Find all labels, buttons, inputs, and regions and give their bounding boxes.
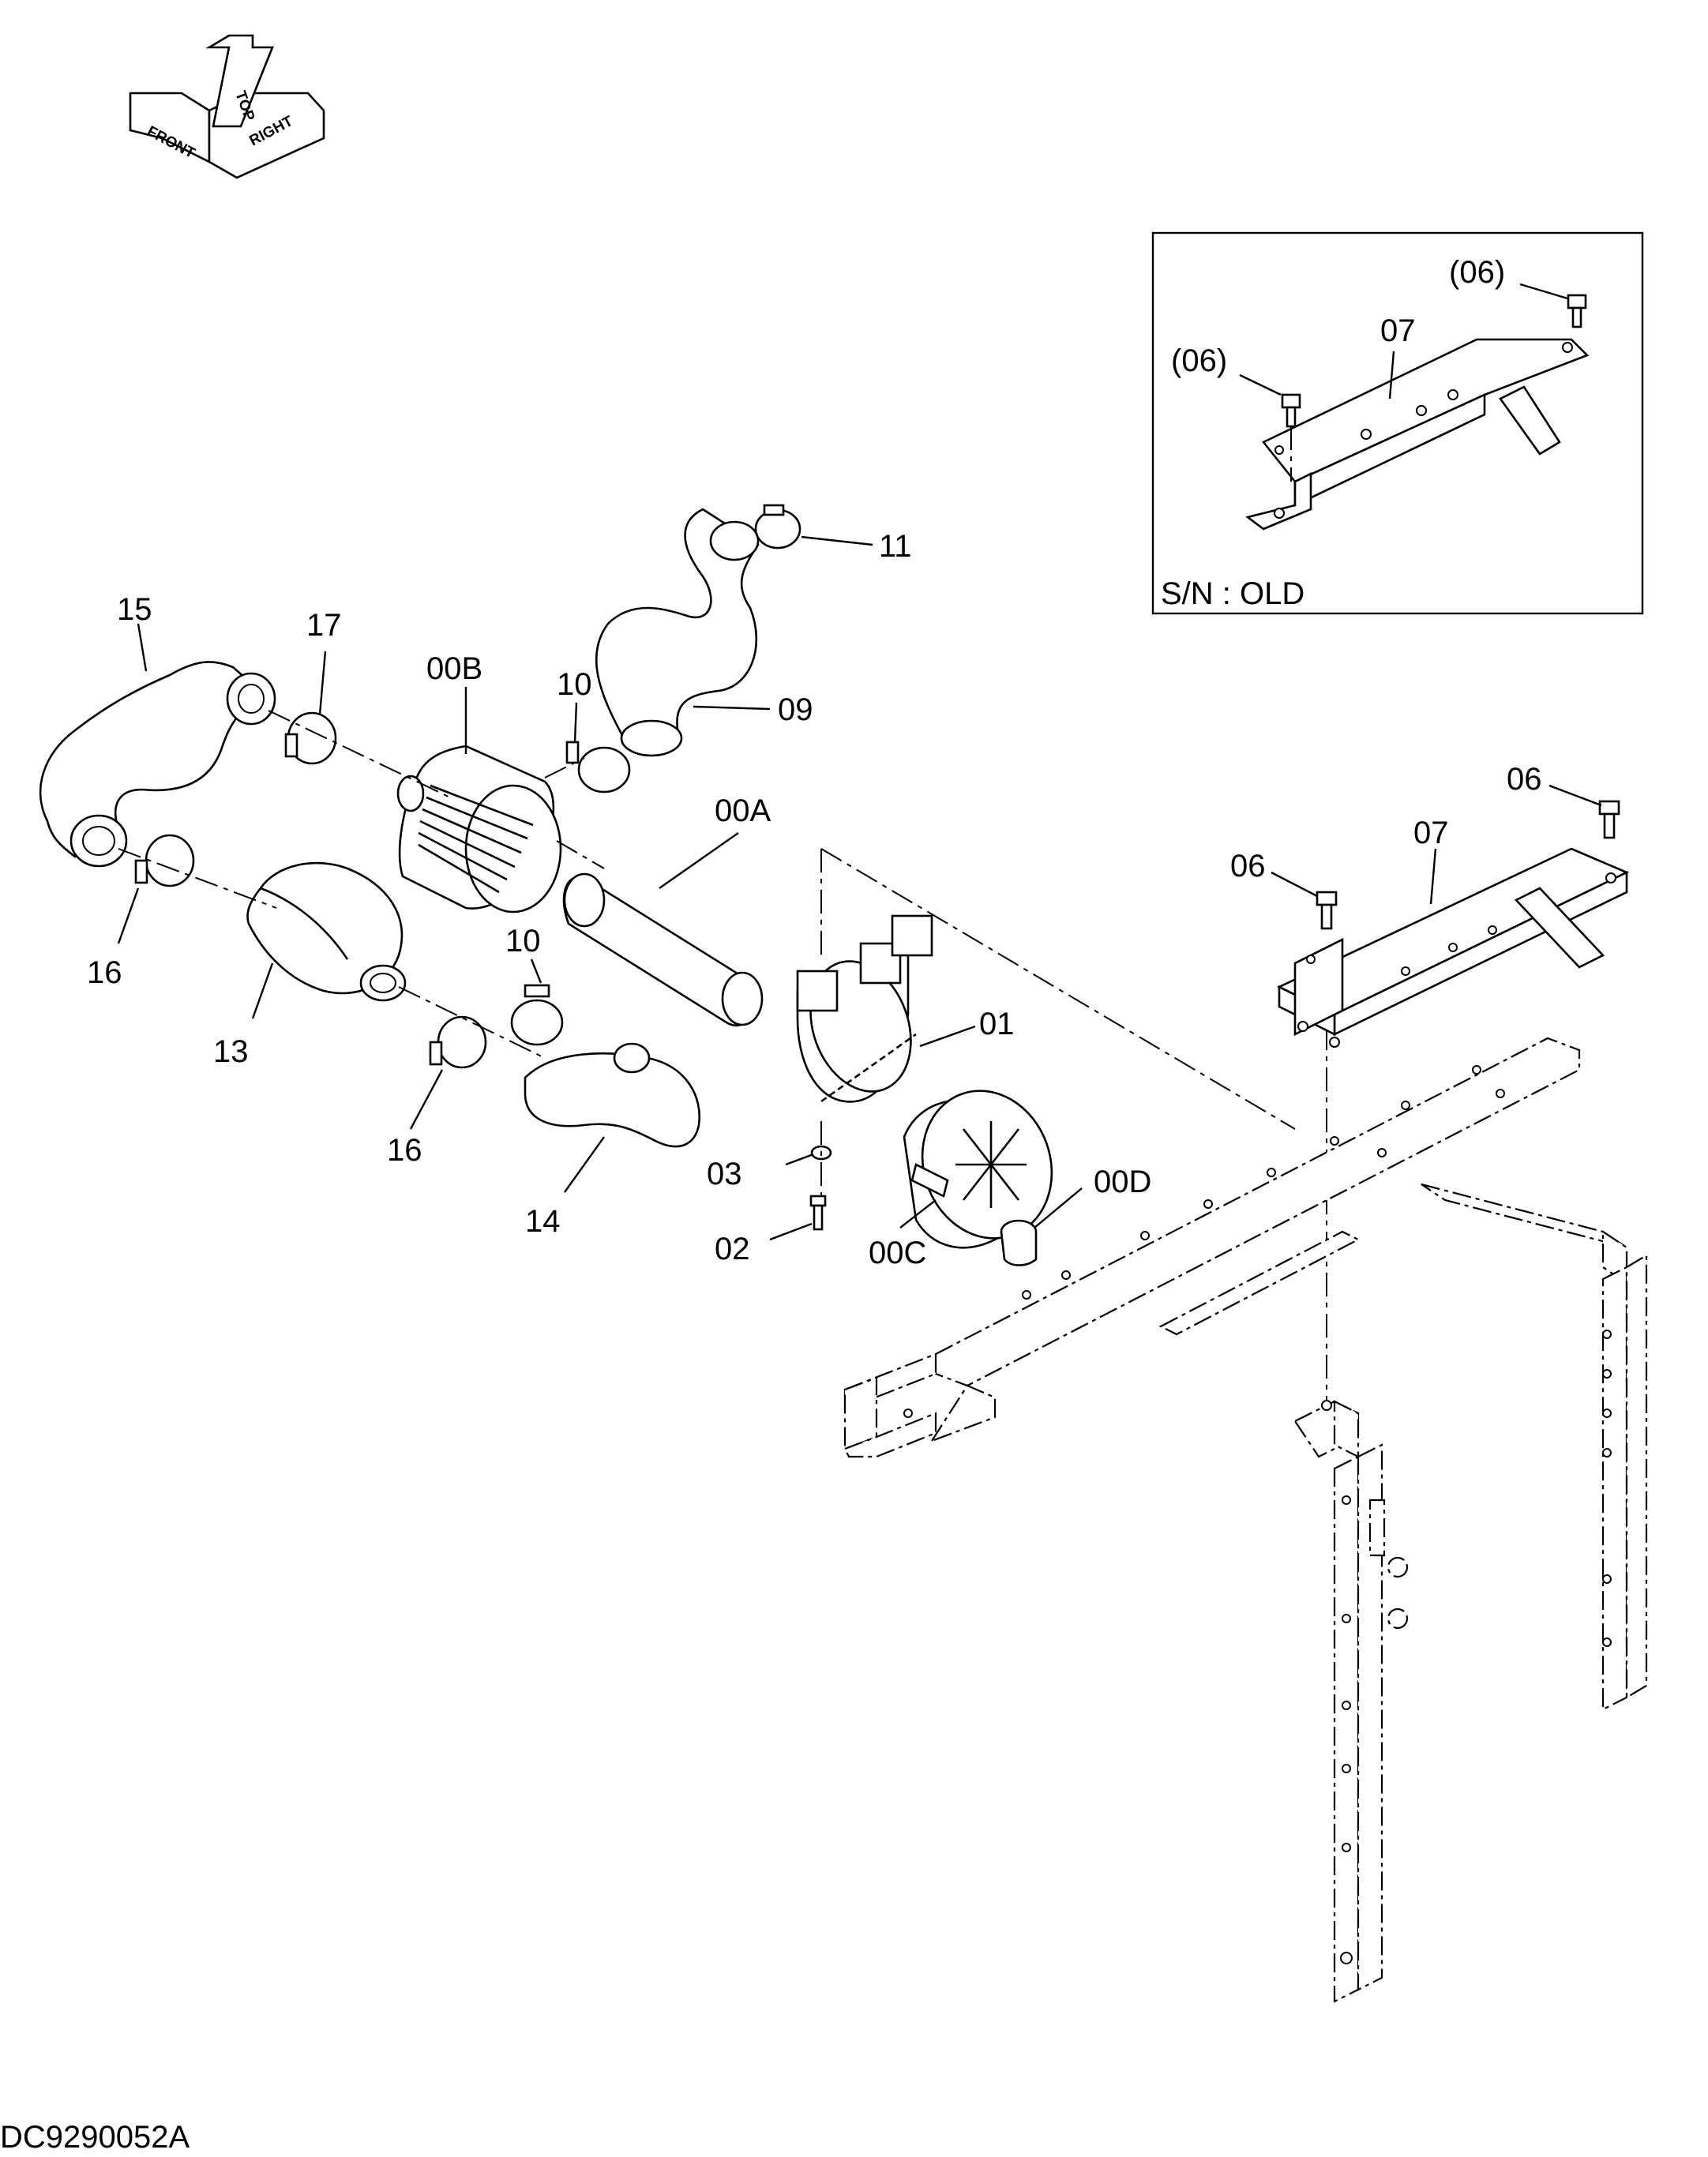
callout-10-upper: 10 bbox=[557, 667, 592, 702]
callout-14: 14 bbox=[525, 1204, 561, 1239]
clamp-17 bbox=[284, 711, 337, 765]
inset-caption: S/N : OLD bbox=[1161, 576, 1304, 611]
pre-cleaner-13 bbox=[246, 861, 407, 1002]
callout-00D: 00D bbox=[1094, 1165, 1151, 1199]
orientation-indicator: FRONT TOP RIGHT bbox=[129, 34, 325, 179]
callout-15: 15 bbox=[117, 592, 152, 627]
callout-16-lower: 16 bbox=[387, 1133, 422, 1168]
bolt-02 bbox=[809, 1195, 827, 1231]
hose-14 bbox=[524, 1042, 701, 1148]
frame-phantom bbox=[843, 1037, 1648, 2003]
clamp-11 bbox=[754, 504, 801, 550]
callout-11: 11 bbox=[879, 529, 912, 564]
callout-06-inset-right: (06) bbox=[1449, 255, 1505, 290]
clamp-10-lower bbox=[510, 984, 564, 1046]
callout-03: 03 bbox=[707, 1157, 742, 1191]
mounting-band-01 bbox=[796, 914, 933, 1103]
inset-bracket-07 bbox=[1245, 338, 1590, 531]
clamp-10-upper bbox=[565, 741, 631, 793]
callout-09: 09 bbox=[778, 692, 813, 727]
callout-10-lower: 10 bbox=[505, 924, 541, 958]
air-cleaner-00B bbox=[396, 745, 562, 913]
hose-09 bbox=[595, 508, 760, 757]
callout-06-left: 06 bbox=[1230, 849, 1266, 883]
callout-17: 17 bbox=[306, 608, 342, 643]
callout-16-upper: 16 bbox=[87, 955, 122, 990]
callout-00B: 00B bbox=[426, 651, 482, 686]
callout-00C: 00C bbox=[869, 1236, 926, 1270]
drawing-code: DC9290052A bbox=[0, 2120, 190, 2155]
callout-07-main: 07 bbox=[1413, 816, 1449, 850]
callout-00A: 00A bbox=[715, 793, 771, 828]
front-face-icon bbox=[129, 92, 211, 164]
inset-bolt-06-left bbox=[1281, 393, 1301, 428]
clamp-16-lower bbox=[429, 1015, 487, 1069]
callout-06-inset-left: (06) bbox=[1171, 343, 1227, 378]
hose-15 bbox=[39, 661, 276, 868]
bolt-06-left bbox=[1316, 891, 1338, 930]
callout-07-inset: 07 bbox=[1380, 313, 1416, 348]
inset-frame bbox=[1151, 231, 1644, 615]
callout-06-right: 06 bbox=[1507, 762, 1542, 797]
callout-13: 13 bbox=[213, 1034, 249, 1069]
top-arrow-icon bbox=[205, 34, 274, 128]
bolt-06-right bbox=[1598, 800, 1620, 839]
inset-old-serial: (06) 07 (06) S/N : OLD bbox=[1151, 231, 1644, 615]
callout-02: 02 bbox=[715, 1232, 750, 1266]
clamp-16-upper bbox=[134, 834, 195, 887]
cover-00C bbox=[903, 1090, 1053, 1249]
assembly-center-lines bbox=[118, 710, 1327, 1409]
filter-element-00A bbox=[562, 872, 764, 1027]
valve-00D bbox=[1000, 1219, 1038, 1266]
callout-01: 01 bbox=[979, 1007, 1015, 1041]
inset-bolt-06-right bbox=[1567, 294, 1587, 328]
bracket-07 bbox=[1277, 847, 1630, 1048]
